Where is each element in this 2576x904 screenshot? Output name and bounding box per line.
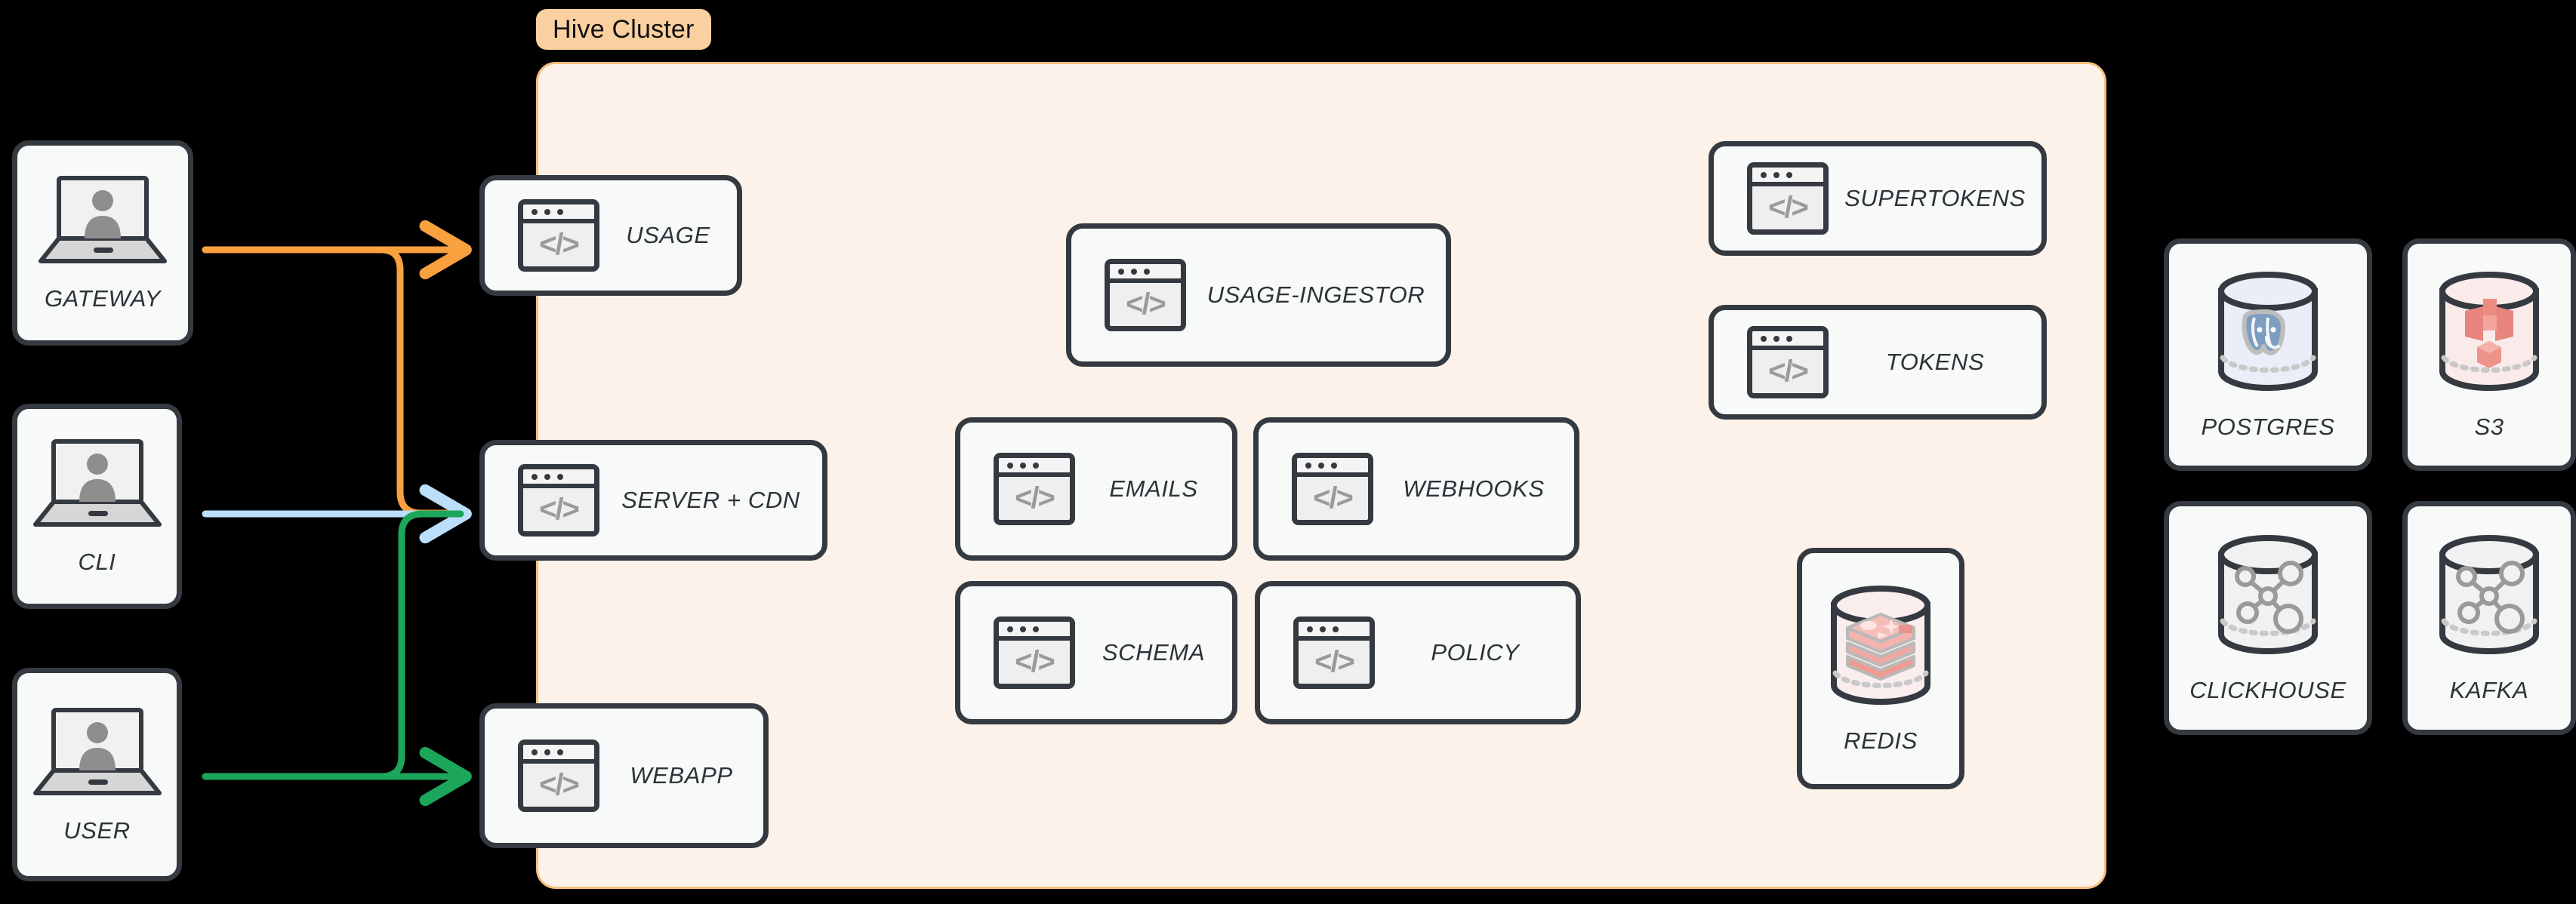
laptop-icon xyxy=(29,437,165,530)
code-window-icon: </> xyxy=(994,617,1075,689)
window-dots xyxy=(1110,264,1181,283)
window-dots xyxy=(1299,622,1370,641)
generic-database-icon xyxy=(2208,532,2328,659)
node-label: SUPERTOKENS xyxy=(1844,185,2026,211)
window-dots xyxy=(523,745,594,764)
code-window-icon: </> xyxy=(1105,259,1186,331)
laptop-icon xyxy=(35,174,171,267)
redis-database-icon xyxy=(1820,583,1941,709)
code-window-icon: </> xyxy=(1292,453,1373,525)
code-glyph: </> xyxy=(1126,287,1166,321)
code-glyph: </> xyxy=(1314,645,1355,678)
code-glyph: </> xyxy=(539,768,580,801)
window-dots xyxy=(523,204,594,223)
node-label: USAGE xyxy=(626,222,710,248)
node-postgres[interactable]: POSTGRES xyxy=(2164,238,2372,471)
wire-gateway-to-server-cdn xyxy=(202,246,464,517)
node-label: POLICY xyxy=(1431,639,1520,666)
node-usage-ingestor[interactable]: </> USAGE-INGESTOR xyxy=(1066,223,1451,367)
code-glyph: </> xyxy=(1768,355,1809,388)
code-window-icon: </> xyxy=(518,739,599,812)
node-gateway[interactable]: GATEWAY xyxy=(12,140,193,346)
code-glyph: </> xyxy=(1015,481,1055,515)
node-label: GATEWAY xyxy=(44,285,162,312)
node-user[interactable]: USER xyxy=(12,668,182,881)
code-window-icon: </> xyxy=(1293,617,1375,689)
node-label: SERVER + CDN xyxy=(621,487,800,513)
node-label: USAGE-INGESTOR xyxy=(1206,281,1425,308)
code-glyph: </> xyxy=(1313,481,1354,515)
wire-user-to-server-cdn xyxy=(202,510,464,780)
laptop-icon xyxy=(29,706,165,799)
node-tokens[interactable]: </> TOKENS xyxy=(1709,305,2047,420)
node-cli[interactable]: CLI xyxy=(12,404,182,609)
node-label: EMAILS xyxy=(1109,475,1198,502)
node-policy[interactable]: </> POLICY xyxy=(1255,581,1581,724)
generic-database-icon xyxy=(2429,532,2550,659)
node-label: REDIS xyxy=(1844,727,1918,754)
hive-cluster-badge: Hive Cluster xyxy=(536,9,711,50)
code-window-icon: </> xyxy=(518,464,599,537)
node-s3[interactable]: S3 xyxy=(2402,238,2576,471)
node-label: WEBHOOKS xyxy=(1403,475,1545,502)
node-label: WEBAPP xyxy=(630,762,733,789)
window-dots xyxy=(523,469,594,488)
code-glyph: </> xyxy=(1768,191,1809,224)
code-window-icon: </> xyxy=(1747,326,1829,398)
node-webapp[interactable]: </> WEBAPP xyxy=(479,703,769,848)
code-glyph: </> xyxy=(1015,645,1055,678)
node-usage[interactable]: </> USAGE xyxy=(479,175,742,296)
code-glyph: </> xyxy=(539,493,580,526)
node-emails[interactable]: </> EMAILS xyxy=(955,417,1237,561)
code-glyph: </> xyxy=(539,228,580,261)
code-window-icon: </> xyxy=(1747,162,1829,235)
node-label: KAFKA xyxy=(2449,677,2529,703)
node-schema[interactable]: </> SCHEMA xyxy=(955,581,1237,724)
node-label: SCHEMA xyxy=(1102,639,1206,666)
node-label: USER xyxy=(63,816,131,844)
node-supertokens[interactable]: </> SUPERTOKENS xyxy=(1709,141,2047,256)
window-dots xyxy=(1752,331,1823,350)
code-window-icon: </> xyxy=(994,453,1075,525)
window-dots xyxy=(999,622,1070,641)
node-webhooks[interactable]: </> WEBHOOKS xyxy=(1253,417,1579,561)
node-label: TOKENS xyxy=(1885,349,1985,375)
window-dots xyxy=(1297,458,1368,477)
node-label: CLI xyxy=(78,549,116,575)
s3-database-icon xyxy=(2429,269,2550,395)
node-server-cdn[interactable]: </> SERVER + CDN xyxy=(479,440,827,561)
postgres-database-icon xyxy=(2208,269,2328,395)
window-dots xyxy=(999,458,1070,477)
node-label: POSTGRES xyxy=(2201,414,2335,440)
node-redis[interactable]: REDIS xyxy=(1797,548,1964,789)
window-dots xyxy=(1752,168,1823,186)
node-clickhouse[interactable]: CLICKHOUSE xyxy=(2164,501,2372,735)
code-window-icon: </> xyxy=(518,199,599,272)
node-kafka[interactable]: KAFKA xyxy=(2402,501,2576,735)
node-label: S3 xyxy=(2474,414,2504,440)
node-label: CLICKHOUSE xyxy=(2189,677,2346,703)
